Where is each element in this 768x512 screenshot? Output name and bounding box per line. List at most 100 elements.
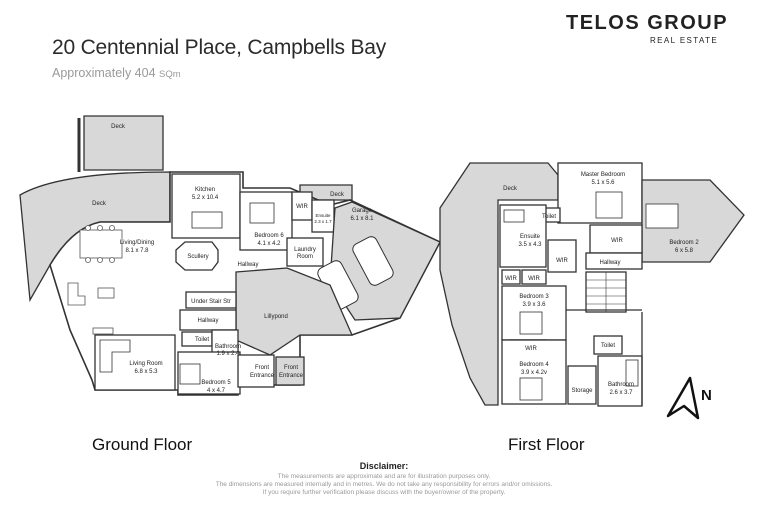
- gf-label-front-entrance-1b: Entrance: [250, 373, 275, 379]
- ff-hallway: [585, 252, 643, 270]
- first-floor-label: First Floor: [508, 435, 585, 454]
- gf-label-bedroom6: Bedroom 6: [254, 233, 284, 239]
- gf-label-hallway-mid: Hallway: [237, 262, 258, 268]
- area-unit: SQm: [159, 69, 181, 80]
- gf-front-entrance-1: [237, 354, 275, 388]
- gf-label-kitchen-dim: 5.2 x 10.4: [192, 195, 219, 201]
- area-text: Approximately 404: [52, 66, 156, 80]
- disclaimer-line-3: If you require further verification plea…: [262, 489, 506, 496]
- gf-label-hallway-low: Hallway: [197, 318, 218, 324]
- ff-label-storage: Storage: [571, 388, 593, 394]
- ff-label-deck: Deck: [503, 186, 518, 192]
- gf-label-garage-dim: 6.1 x 8.1: [350, 216, 374, 222]
- gf-lillypond: [235, 267, 353, 356]
- ff-stair-treads: [586, 272, 626, 312]
- brand-logo: TELOS GROUP: [566, 12, 729, 34]
- ff-label-toilet-top: Toilet: [542, 214, 556, 220]
- gf-label-bedroom6-dim: 4.1 x 4.2: [257, 241, 281, 247]
- gf-label-under-stair: Under Stair Str: [191, 299, 231, 305]
- ff-label-bedroom4: Bedroom 4: [519, 362, 549, 368]
- gf-label-ensuite: Ensuite: [315, 213, 331, 218]
- property-area: Approximately 404 SQm: [52, 66, 181, 80]
- ff-ensuite-bath: [503, 209, 525, 223]
- ff-label-toilet-low: Toilet: [601, 343, 615, 349]
- gf-laundry: [286, 237, 324, 267]
- ff-label-master-bedroom-dim: 5.1 x 5.6: [591, 180, 615, 186]
- first-floor-labels: Deck Master Bedroom 5.1 x 5.6 Toilet Ens…: [503, 172, 699, 396]
- ff-bed2-bed: [645, 203, 679, 229]
- ff-label-wir-left: WIR: [556, 258, 568, 264]
- gf-label-deck-right: Deck: [330, 192, 345, 198]
- ff-label-wir-small-2: WIR: [528, 276, 540, 282]
- disclaimer-title: Disclaimer:: [359, 461, 409, 471]
- gf-scullery: [175, 241, 219, 271]
- gf-bed5-bed: [179, 363, 201, 385]
- ff-bed3-bed: [519, 311, 543, 335]
- ff-label-bedroom3-dim: 3.9 x 3.6: [522, 302, 546, 308]
- gf-label-front-entrance-2b: Entrance: [279, 373, 304, 379]
- ff-wir-small-2: [521, 269, 547, 285]
- ff-label-wir-master: WIR: [611, 238, 623, 244]
- gf-bed6-bed: [249, 202, 275, 224]
- ff-wir-master: [589, 224, 643, 254]
- gf-hallway-low: [179, 309, 237, 331]
- north-compass: N: [666, 376, 712, 420]
- gf-label-living-dining: Living/Dining: [120, 240, 154, 246]
- gf-front-entrance-2: [275, 356, 305, 386]
- page-title: 20 Centennial Place, Campbells Bay: [52, 36, 387, 59]
- gf-label-bedroom5-dim: 4 x 4.7: [207, 388, 226, 394]
- gf-label-toilet: Toilet: [195, 337, 209, 343]
- gf-kitchen-island: [191, 211, 223, 229]
- ff-storage: [567, 365, 597, 405]
- gf-label-living-room-dim: 6.8 x 5.3: [134, 369, 158, 375]
- gf-label-living-room: Living Room: [129, 361, 162, 367]
- gf-label-bathroom-dim: 1.9 x 2.4: [216, 351, 240, 357]
- gf-label-lillypond: Lillypond: [264, 314, 288, 320]
- ff-bed4-bed: [519, 377, 543, 401]
- gf-label-bathroom: Bathroom: [215, 344, 241, 350]
- ff-label-bedroom2-dim: 6 x 5.8: [675, 248, 694, 254]
- gf-living-sofa: [99, 339, 131, 373]
- gf-label-living-dining-dim: 8.1 x 7.8: [125, 248, 149, 254]
- gf-label-deck-left: Deck: [92, 201, 107, 207]
- gf-bedroom5: [177, 351, 241, 395]
- compass-letter: N: [701, 387, 712, 404]
- gf-label-ensuite-dim: 2.3 x 1.7: [314, 219, 332, 224]
- compass-arrow-icon: [666, 376, 700, 420]
- ff-label-master-bedroom: Master Bedroom: [581, 172, 625, 178]
- ff-label-bathroom-dim: 2.6 x 3.7: [609, 390, 633, 396]
- ground-floor-labels: Deck Deck Deck Kitchen 5.2 x 10.4 Living…: [92, 124, 374, 394]
- gf-label-wir: WIR: [296, 204, 308, 210]
- brand-subtitle: REAL ESTATE: [650, 36, 719, 45]
- gf-deck-top: [83, 115, 164, 171]
- gf-label-deck-top: Deck: [111, 124, 126, 130]
- ff-deck: [439, 162, 559, 406]
- gf-living-furniture: [67, 225, 123, 335]
- disclaimer-line-1: The measurements are approximate and are…: [277, 473, 491, 480]
- gf-label-front-entrance-1a: Front: [255, 365, 269, 371]
- gf-label-kitchen: Kitchen: [195, 187, 215, 193]
- gf-label-front-entrance-2a: Front: [284, 365, 298, 371]
- gf-label-bedroom5: Bedroom 5: [201, 380, 231, 386]
- first-floor-plan: [439, 162, 745, 407]
- ff-toilet-low: [593, 335, 623, 355]
- gf-label-laundry: Laundry: [294, 247, 316, 253]
- ff-wir-small-1: [501, 269, 521, 285]
- ff-label-ensuite-dim: 3.5 x 4.3: [518, 242, 542, 248]
- ff-label-bedroom2: Bedroom 2: [669, 240, 699, 246]
- ff-label-ensuite: Ensuite: [520, 234, 541, 240]
- ff-label-wir-small-1: WIR: [505, 276, 517, 282]
- ff-label-hallway: Hallway: [599, 260, 620, 266]
- ff-wir-left: [547, 239, 577, 273]
- gf-under-stair: [185, 291, 237, 309]
- ff-label-bedroom4-dim: 3.9 x 4.2v: [521, 370, 547, 376]
- ground-floor-plan: [19, 115, 442, 396]
- gf-label-laundry-room: Room: [297, 254, 313, 260]
- ff-label-bedroom3: Bedroom 3: [519, 294, 549, 300]
- ff-label-bathroom: Bathroom: [608, 382, 634, 388]
- ff-bathroom-bath: [625, 359, 639, 387]
- ff-label-wir-b4: WIR: [525, 346, 537, 352]
- ground-floor-label: Ground Floor: [92, 435, 192, 454]
- gf-label-garage: Garage: [352, 208, 373, 214]
